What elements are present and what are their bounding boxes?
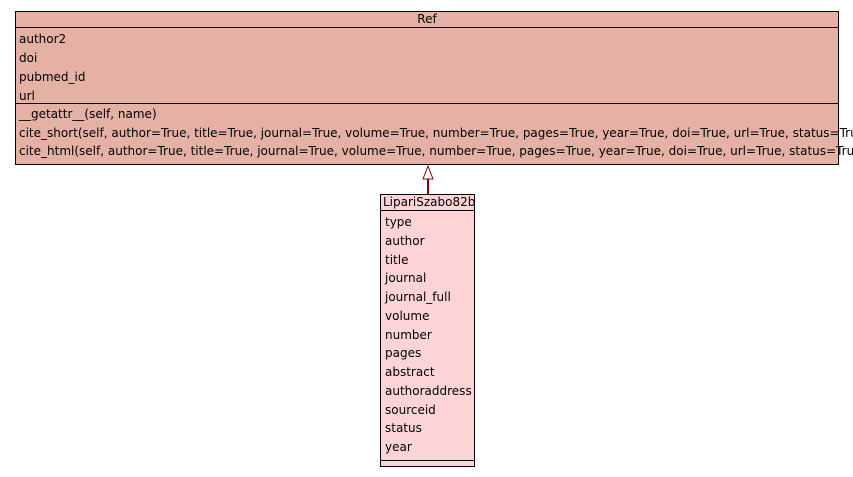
- ref-attributes-section: author2 doi pubmed_id url: [16, 28, 838, 104]
- child-attributes-section: type author title journal journal_full v…: [381, 211, 474, 461]
- child-attribute: journal_full: [385, 290, 451, 304]
- ref-attribute: author2: [19, 32, 67, 46]
- child-attribute: abstract: [385, 365, 435, 379]
- ref-method: cite_short(self, author=True, title=True…: [19, 125, 853, 140]
- ref-attribute: url: [19, 89, 35, 103]
- child-attribute: type: [385, 215, 412, 229]
- ref-attribute: pubmed_id: [19, 70, 86, 84]
- child-attribute: pages: [385, 346, 422, 361]
- ref-method: __getattr__(self, name): [19, 107, 157, 121]
- child-attribute: author: [385, 233, 425, 248]
- child-attribute: volume: [385, 308, 430, 323]
- ref-class-box[interactable]: Ref author2 doi pubmed_id url __getattr_…: [15, 11, 853, 165]
- ref-class-name: Ref: [16, 12, 838, 28]
- child-attribute: status: [385, 421, 422, 436]
- liparisszabo82b-class-box[interactable]: LipariSzabo82b type author title journal…: [380, 194, 475, 467]
- ref-methods-section: __getattr__(self, name) cite_short(self,…: [16, 104, 853, 161]
- ref-method: cite_html(self, author=True, title=True,…: [19, 144, 853, 158]
- child-attribute: authoraddress: [385, 383, 472, 398]
- inheritance-arrowhead: [422, 164, 434, 180]
- child-attribute: number: [385, 327, 432, 342]
- child-attribute: journal: [385, 271, 427, 286]
- child-attribute: title: [385, 252, 409, 267]
- child-attribute: year: [385, 440, 412, 454]
- ref-attribute: doi: [19, 51, 38, 65]
- child-class-name: LipariSzabo82b: [381, 195, 476, 211]
- child-attribute: sourceid: [385, 402, 436, 417]
